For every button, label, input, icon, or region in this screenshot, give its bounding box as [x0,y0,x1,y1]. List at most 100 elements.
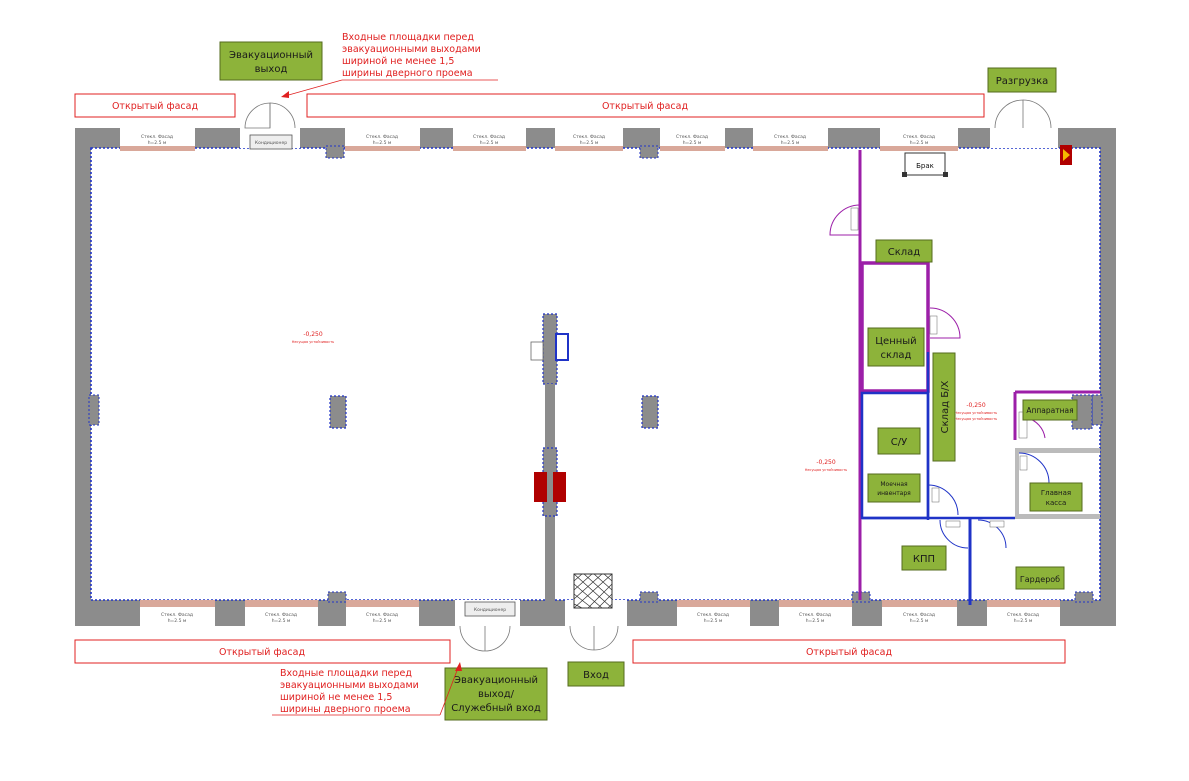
label-evac-exit-top: Эвакуационный выход [219,41,323,81]
window-note: h=2.5 м [580,140,599,146]
checkpoint-text: КПП [913,554,935,565]
evac-exit-top-line1: Эвакуационный [229,50,313,61]
label-unloading: Разгрузка [987,67,1057,93]
equipment-room-text: Аппаратная [1026,406,1073,415]
window-note: Стекл. Фасад [265,612,297,618]
window-note: h=2.5 м [373,618,392,624]
washing-line1: Моечная [880,481,908,488]
window-note: Стекл. Фасад [676,134,708,140]
annotation-bottom: Входные площадки перед эвакуационными вы… [272,662,462,716]
wc-text: С/У [891,437,907,448]
facade-bottom-left: Открытый фасад [74,639,451,664]
window-note: Стекл. Фасад [573,134,605,140]
window-note: h=2.5 м [910,618,929,624]
main-entrance-door [569,573,619,651]
blue-partitions [860,352,1015,605]
level-mark-right: -0,250 Несущая устойчивость Несущая усто… [955,402,997,421]
window-note: Стекл. Фасад [903,612,935,618]
facade-top-right-label: Открытый фасад [602,101,688,112]
label-wc: С/У [877,427,921,455]
valuables-line1: Ценный [875,336,916,347]
label-evac-exit-bottom: Эвакуационный выход/ Служебный вход [444,667,548,721]
window-note: Стекл. Фасад [141,134,173,140]
window-note: Стекл. Фасад [903,134,935,140]
evac-door-top: Кондиционер [244,102,296,150]
label-washing: Моечная инвентаря [867,473,921,503]
unloading-door [994,99,1072,165]
outer-walls [75,128,1116,626]
valuables-line2: склад [881,350,912,361]
evac-exit-bottom-line2: выход/ [478,689,515,700]
level-value: -0,250 [966,402,986,409]
storage-text: Склад [888,247,921,258]
facade-top-right: Открытый фасад [306,93,985,118]
brak-label: Брак [916,162,934,170]
label-main-cash: Главная касса [1029,482,1083,512]
label-valuables-storage: Ценный склад [867,327,925,367]
annotation-line4: ширины дверного проема [280,704,411,715]
window-note: h=2.5 м [806,618,825,624]
window-note: Стекл. Фасад [1007,612,1039,618]
label-wardrobe: Гардероб [1015,566,1065,590]
main-cash-line2: касса [1046,499,1067,507]
level-note: Несущая устойчивость [805,468,847,472]
window-note: h=2.5 м [480,140,499,146]
evac-exit-bottom-line3: Служебный вход [451,703,541,714]
purple-partitions [829,150,1100,600]
label-equipment-room: Аппаратная [1022,399,1078,421]
window-note: Стекл. Фасад [799,612,831,618]
annotation-line3: шириной не менее 1,5 [342,56,454,67]
entrance-text: Вход [583,670,609,681]
label-entrance: Вход [567,661,625,687]
facade-bottom-right: Открытый фасад [632,639,1066,664]
washing-line2: инвентаря [877,490,911,497]
bottom-evac-door: Кондиционер [459,601,516,652]
level-mark-mid: -0,250 Несущая устойчивость [805,459,847,472]
annotation-line1: Входные площадки перед [280,668,412,679]
main-cash-line1: Главная [1041,489,1071,497]
window-note: h=2.5 м [910,140,929,146]
window-note: h=2.5 м [148,140,167,146]
window-note: h=2.5 м [373,140,392,146]
annotation-line2: эвакуационными выходами [342,44,481,55]
level-value: -0,250 [303,331,323,338]
annotation-line3: шириной не менее 1,5 [280,692,392,703]
label-storage-bh: Склад Б/Х [932,352,956,462]
label-storage: Склад [875,239,933,263]
window-note: Стекл. Фасад [366,134,398,140]
device-label: Кондиционер [474,607,506,613]
facade-top-left-label: Открытый фасад [112,101,198,112]
window-note: Стекл. Фасад [473,134,505,140]
window-note: h=2.5 м [1014,618,1033,624]
columns [329,313,659,604]
window-note: h=2.5 м [781,140,800,146]
window-note: Стекл. Фасад [774,134,806,140]
storage-bh-text: Склад Б/Х [940,380,951,433]
annotation-top: Входные площадки перед эвакуационными вы… [281,32,498,98]
window-note: h=2.5 м [168,618,187,624]
label-checkpoint: КПП [901,545,947,571]
annotation-line4: ширины дверного проема [342,68,473,79]
annotation-line1: Входные площадки перед [342,32,474,43]
window-note: Стекл. Фасад [697,612,729,618]
annotation-line2: эвакуационными выходами [280,680,419,691]
window-note: h=2.5 м [272,618,291,624]
facade-bottom-left-label: Открытый фасад [219,647,305,658]
level-note: Несущая устойчивость [955,411,997,415]
facade-top-left: Открытый фасад [74,93,236,118]
level-note: Несущая устойчивость [955,417,997,421]
bottom-windows: Стекл. Фасад h=2.5 м Стекл. Фасад h=2.5 … [140,600,1060,626]
window-note: h=2.5 м [704,618,723,624]
wardrobe-text: Гардероб [1020,575,1060,584]
level-mark-main: -0,250 Несущая устойчивость [292,331,334,344]
window-note: Стекл. Фасад [366,612,398,618]
window-note: h=2.5 м [683,140,702,146]
unloading-text: Разгрузка [996,76,1048,87]
evac-exit-top-line2: выход [255,64,288,75]
evac-exit-bottom-line1: Эвакуационный [454,675,538,686]
device-label: Кондиционер [255,140,287,146]
level-value: -0,250 [816,459,836,466]
level-note: Несущая устойчивость [292,340,334,344]
facade-bottom-right-label: Открытый фасад [806,647,892,658]
